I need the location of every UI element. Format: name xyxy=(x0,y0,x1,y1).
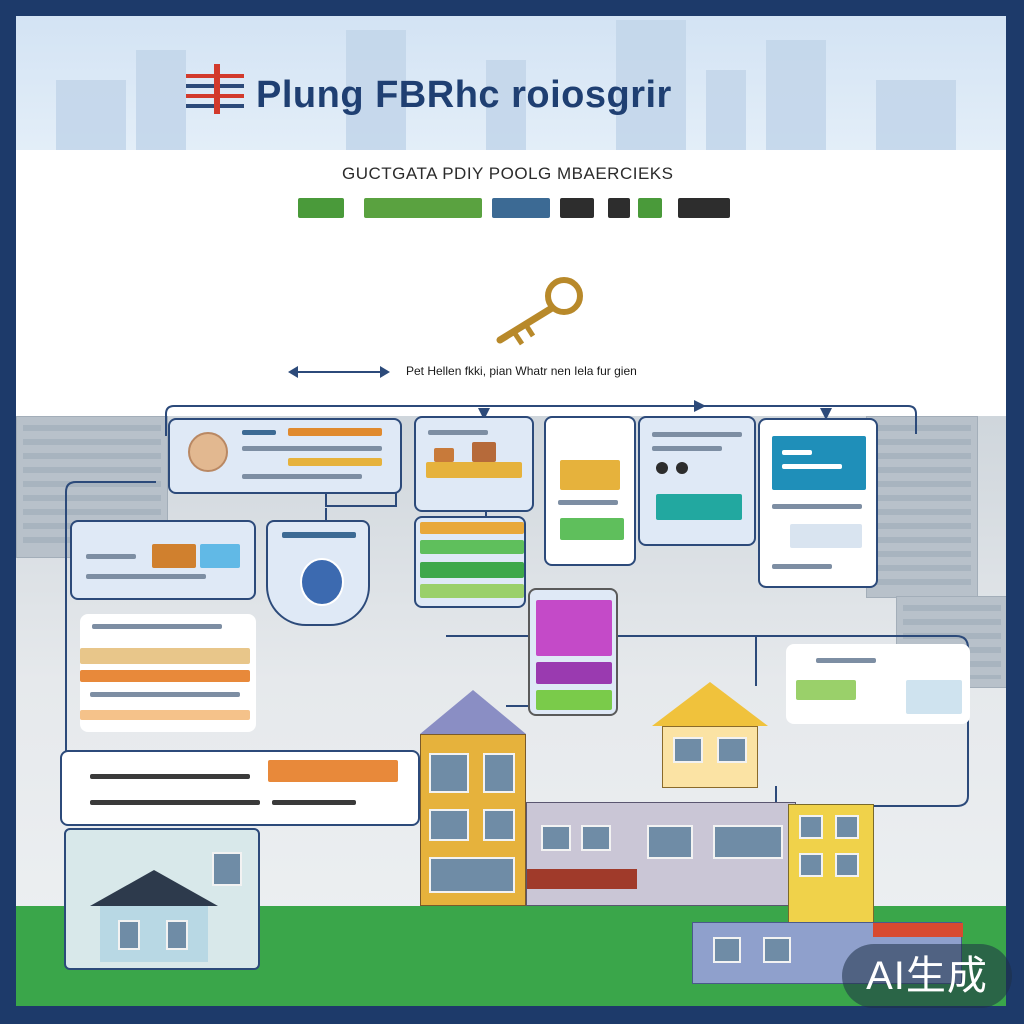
poster-canvas: Plung FBRhc roiosgrir GUCTGATA PDIY POOL… xyxy=(16,16,1006,1006)
skyline-tower xyxy=(876,80,956,150)
page-title: Plung FBRhc roiosgrir xyxy=(256,74,672,116)
skyline-tower xyxy=(486,60,526,150)
flow-card-family xyxy=(544,416,636,566)
house-illustration xyxy=(526,802,796,906)
skyline-tower xyxy=(346,30,406,150)
house-illustration xyxy=(64,828,260,970)
mascot-icon xyxy=(300,558,344,606)
flow-card-contacts xyxy=(638,416,756,546)
caption-arrow xyxy=(288,366,390,378)
skyline-banner: Plung FBRhc roiosgrir xyxy=(16,16,1006,150)
skyline-tower xyxy=(136,50,186,150)
avatar xyxy=(188,432,228,472)
flow-card-purple xyxy=(528,588,618,716)
house-illustration xyxy=(788,804,874,924)
skyline-tower xyxy=(766,40,826,150)
flow-card-street xyxy=(414,416,534,512)
flow-card-sign xyxy=(70,520,256,600)
flow-caption: Pet Hellen fkki, pian Whatr nen Iela fur… xyxy=(406,364,637,378)
flow-card-mascot xyxy=(266,520,370,626)
skyline-tower xyxy=(56,80,126,150)
skyline-tower xyxy=(706,70,746,150)
house-illustration xyxy=(420,690,526,906)
subtitle-glyph-line xyxy=(298,194,730,224)
flow-card-options xyxy=(414,516,526,608)
flow-card-pricing xyxy=(786,644,970,724)
ai-generated-badge: AI生成 xyxy=(842,944,1012,1008)
skyline-tower xyxy=(616,20,686,150)
logo-bar xyxy=(214,64,220,114)
subtitle: GUCTGATA PDIY POOLG MBAERCIEKS xyxy=(342,164,674,183)
flow-card-document xyxy=(758,418,878,588)
flow-card-profile xyxy=(168,418,402,494)
house-illustration xyxy=(652,682,768,792)
flow-card-listing xyxy=(60,750,420,826)
background-building xyxy=(866,416,978,598)
key-icon xyxy=(486,270,596,355)
flow-card-notes xyxy=(80,614,256,732)
